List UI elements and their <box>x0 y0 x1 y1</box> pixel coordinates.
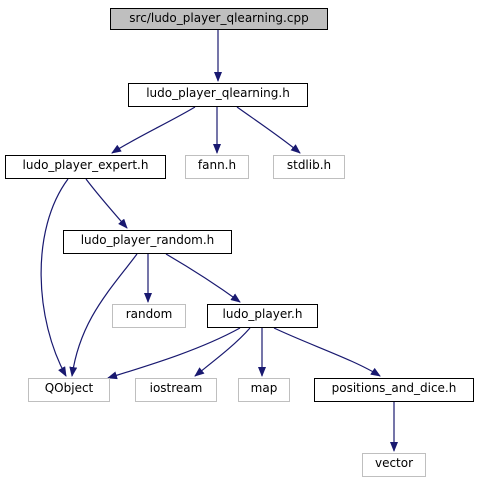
node-label: map <box>250 381 278 395</box>
node-iostream: iostream <box>135 378 217 402</box>
edge-qlearning-h-to-stdlib-h <box>236 106 301 154</box>
edge-player-h-to-iostream <box>194 327 251 377</box>
edge-expert-h-to-random-h <box>85 178 128 229</box>
node-label: random <box>125 307 173 321</box>
node-label: fann.h <box>197 158 237 172</box>
edge-expert-h-to-qobject <box>40 178 69 377</box>
node-fann-h: fann.h <box>185 155 249 179</box>
node-qobject: QObject <box>28 378 110 402</box>
node-ludo-player-h[interactable]: ludo_player.h <box>207 304 318 328</box>
node-ludo-player-qlearning-cpp: src/ludo_player_qlearning.cpp <box>110 8 328 30</box>
node-label: ludo_player.h <box>222 307 303 321</box>
edge-random-h-to-player-h <box>165 253 241 303</box>
node-ludo-player-random-h[interactable]: ludo_player_random.h <box>63 230 232 254</box>
node-vector: vector <box>362 453 426 477</box>
edge-player-h-to-qobject <box>107 327 241 380</box>
edge-player-h-to-positions-h <box>273 327 381 377</box>
node-label: ludo_player_random.h <box>80 233 215 247</box>
node-random: random <box>112 304 186 328</box>
node-stdlib-h: stdlib.h <box>273 155 345 179</box>
node-ludo-player-expert-h[interactable]: ludo_player_expert.h <box>5 155 166 179</box>
node-label: ludo_player_qlearning.h <box>146 86 290 100</box>
node-label: vector <box>374 456 414 470</box>
edge-random-h-to-qobject <box>69 253 138 377</box>
node-label: ludo_player_expert.h <box>22 158 149 172</box>
node-label: positions_and_dice.h <box>331 381 457 395</box>
node-positions-and-dice-h[interactable]: positions_and_dice.h <box>314 378 474 402</box>
node-label: src/ludo_player_qlearning.cpp <box>129 11 309 25</box>
node-label: stdlib.h <box>286 158 332 172</box>
node-map: map <box>238 378 290 402</box>
edge-qlearning-h-to-expert-h <box>111 106 196 154</box>
node-label: QObject <box>44 381 94 395</box>
node-label: iostream <box>149 381 203 395</box>
node-ludo-player-qlearning-h[interactable]: ludo_player_qlearning.h <box>128 83 308 107</box>
